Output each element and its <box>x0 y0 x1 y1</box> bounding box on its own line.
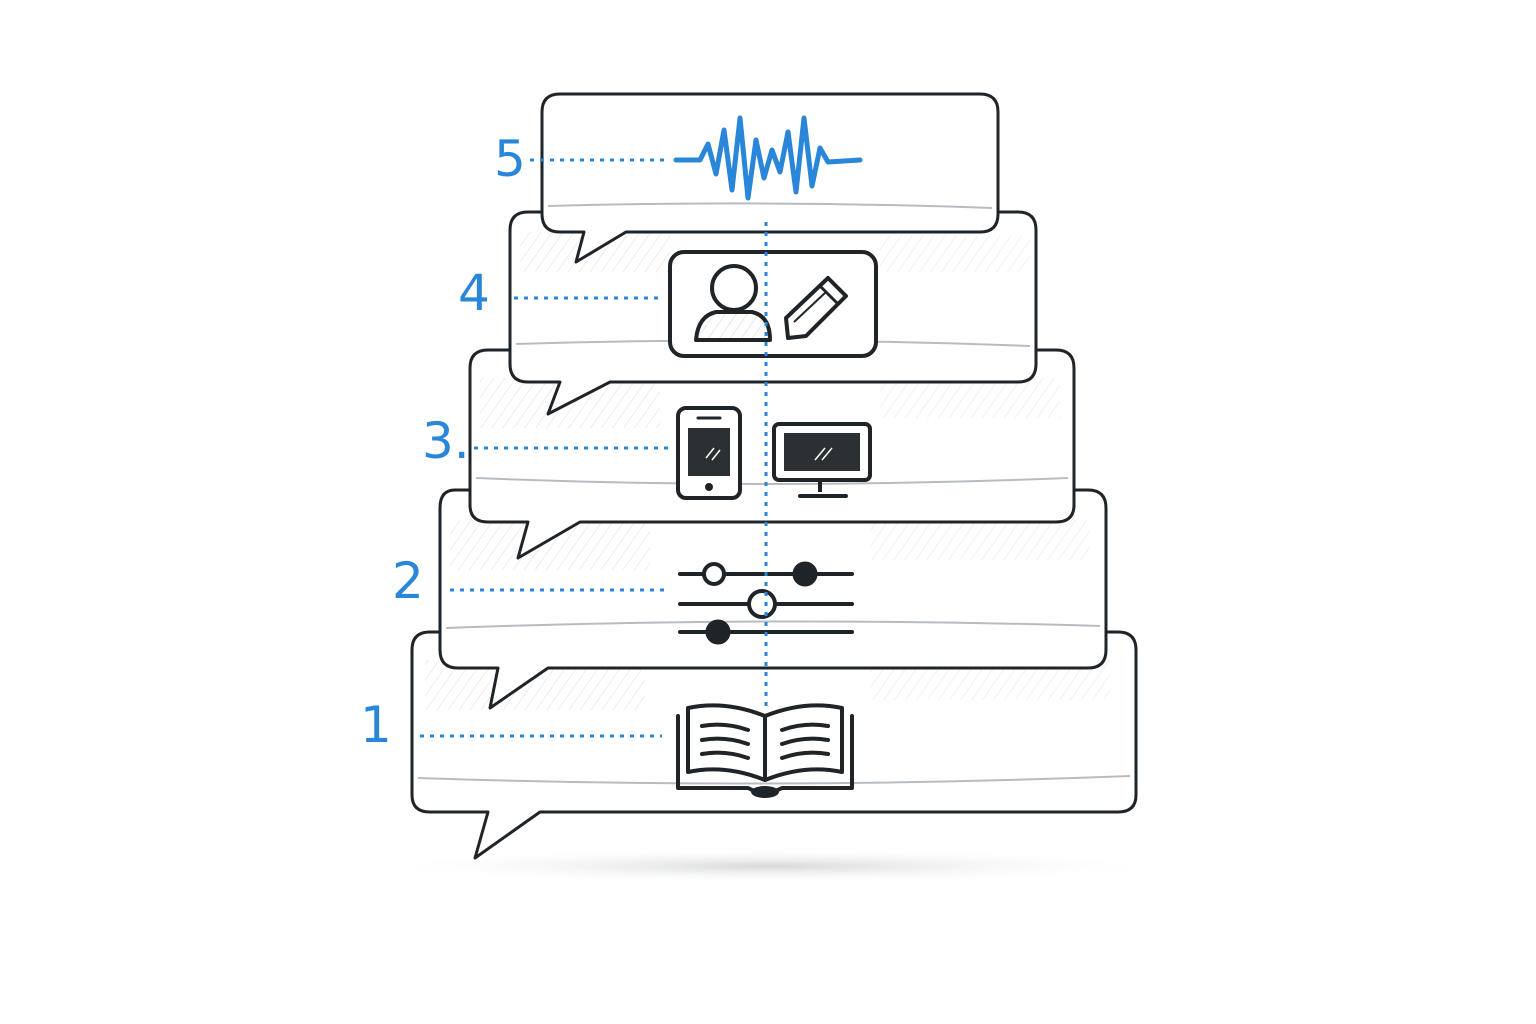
layer-3-number: 3. <box>422 412 470 470</box>
layer-3: 3. <box>422 348 1076 560</box>
layer-3-divider <box>475 477 1069 485</box>
user-edit-icon <box>668 250 878 358</box>
layer-5-number: 5 <box>494 130 526 188</box>
phone-and-monitor-icon <box>676 406 872 500</box>
monitor-icon <box>772 422 872 498</box>
layer-2-number: 2 <box>392 552 424 610</box>
pencil-icon <box>784 276 848 340</box>
ground-shadow <box>370 848 1170 884</box>
layer-4-hatch-right <box>880 236 1030 272</box>
layer-2-hatch-right <box>870 520 1090 560</box>
layer-1-divider <box>417 775 1131 785</box>
layer-3-hatch-right <box>880 378 1060 418</box>
phone-icon <box>676 406 742 500</box>
layer-4-number: 4 <box>458 264 490 322</box>
layer-5-divider <box>547 202 993 209</box>
layer-4: 4 <box>458 210 1038 416</box>
user-icon <box>694 264 772 342</box>
layer-5-bubble <box>540 92 1000 264</box>
layer-1-number: 1 <box>360 696 392 754</box>
layer-5: 5 <box>494 92 1000 264</box>
layer-2-divider <box>445 620 1101 629</box>
layer-2: 2 <box>392 488 1108 710</box>
layer-1: 1 <box>360 630 1138 860</box>
open-book-icon <box>676 703 854 798</box>
sound-wave-icon <box>673 115 863 201</box>
